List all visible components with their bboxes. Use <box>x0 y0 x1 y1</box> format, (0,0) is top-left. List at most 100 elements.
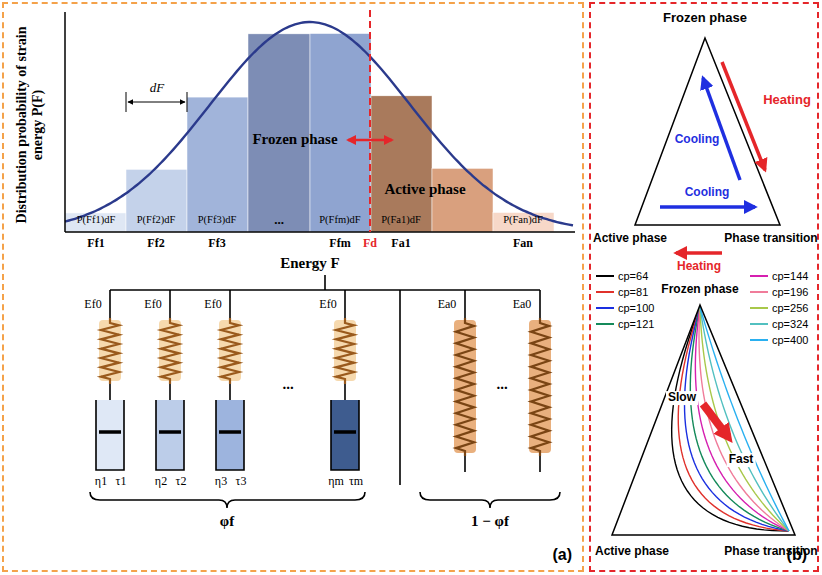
cooling-arrow <box>703 78 740 180</box>
distribution-curve <box>65 22 573 225</box>
bar <box>432 168 493 232</box>
time-label: τm <box>349 475 363 489</box>
modulus-label: Ea0 <box>513 298 532 312</box>
brace <box>420 492 560 508</box>
rate-curve <box>672 307 789 531</box>
divider <box>399 290 401 485</box>
cooling-arrow <box>660 205 755 209</box>
model <box>90 275 560 508</box>
y-axis <box>64 12 66 232</box>
triangle <box>635 38 780 225</box>
piston <box>99 430 121 434</box>
legend-label: cp=324 <box>772 318 808 330</box>
arrow-label: Cooling <box>675 133 720 147</box>
bar <box>126 169 187 232</box>
region-label: Frozen phase <box>252 131 337 148</box>
tick-label: Ffm <box>329 237 350 251</box>
wire <box>229 290 231 318</box>
legend-label: cp=64 <box>618 270 648 282</box>
bar-label: P(Fan)dF <box>503 214 543 226</box>
rate-label: Fast <box>727 453 756 467</box>
axis-title: Energy F <box>280 255 340 272</box>
wire <box>464 290 466 318</box>
legend-line <box>750 275 768 277</box>
arrow-label: Heating <box>763 93 811 108</box>
legend-line <box>750 339 768 341</box>
axis-title: Distribution probability of strain energ… <box>14 18 46 233</box>
bar <box>371 96 432 232</box>
arrow-label: Cooling <box>685 186 730 200</box>
time-label: τ2 <box>176 475 187 489</box>
tick <box>187 92 188 112</box>
curves <box>672 307 789 531</box>
wire <box>344 290 346 318</box>
width-arrow <box>128 102 185 103</box>
spring-symbol <box>101 318 119 384</box>
vertex-label: Active phase <box>593 232 667 246</box>
tick-label: Fan <box>513 237 533 251</box>
legend-entry: cp=81 <box>596 286 648 298</box>
spring-symbol <box>531 318 549 456</box>
wire <box>324 275 326 290</box>
legend-entry: cp=144 <box>750 270 808 282</box>
triangle <box>612 305 795 535</box>
chart <box>65 10 575 232</box>
bar-label: P(Ffm)dF <box>319 214 360 226</box>
piston <box>219 430 241 434</box>
viscosity-label: η3 <box>215 475 227 489</box>
bar-label: ... <box>274 213 284 228</box>
legend-line <box>596 275 614 277</box>
legend-entry: cp=400 <box>750 334 808 346</box>
panel-letter: (a) <box>552 546 572 564</box>
legend-line <box>750 291 768 293</box>
wire <box>110 289 540 291</box>
legend-label: cp=400 <box>772 334 808 346</box>
width-label: dF <box>150 81 164 96</box>
piston <box>334 430 356 434</box>
tick-label: Ff3 <box>208 237 225 251</box>
modulus-label: Ea0 <box>438 298 457 312</box>
spring-symbol <box>336 318 354 384</box>
time-label: τ3 <box>236 475 247 489</box>
bars <box>65 34 554 232</box>
dashpot-symbol <box>156 400 184 470</box>
legend-entry: cp=100 <box>596 302 654 314</box>
wire <box>109 290 111 318</box>
ellipsis: ... <box>282 376 293 393</box>
piston <box>159 430 181 434</box>
bar <box>65 213 126 232</box>
heating-arrow <box>676 251 722 255</box>
legend-entry: cp=324 <box>750 318 808 330</box>
region-label: Active phase <box>384 181 465 198</box>
bar-label: P(Ff2)dF <box>137 214 176 226</box>
double-arrow <box>348 139 392 142</box>
fraction-label: 1 − φf <box>471 513 509 530</box>
legend-line <box>750 323 768 325</box>
legend-line <box>596 291 614 293</box>
dashpot-symbol <box>96 400 124 470</box>
legend-label: cp=196 <box>772 286 808 298</box>
x-axis <box>65 231 575 233</box>
springs <box>96 290 551 472</box>
ellipsis: ... <box>496 376 507 393</box>
bar <box>187 97 248 232</box>
bar-label: P(Ff1)dF <box>77 214 116 226</box>
legend-label: cp=144 <box>772 270 808 282</box>
legend-label: cp=256 <box>772 302 808 314</box>
legend-line <box>750 307 768 309</box>
legend-label: cp=81 <box>618 286 648 298</box>
legend-line <box>596 323 614 325</box>
threshold-line <box>369 10 371 232</box>
wire <box>169 290 171 318</box>
dashpot-symbol <box>216 400 244 470</box>
spring-symbol <box>161 318 179 384</box>
spring-symbol <box>221 318 239 384</box>
fraction-label: φf <box>220 513 234 530</box>
bar-label: P(Ff3)dF <box>198 214 237 226</box>
modulus-label: Ef0 <box>84 298 101 312</box>
tick <box>126 92 127 112</box>
spring-symbol <box>456 318 474 456</box>
legend-entry: cp=196 <box>750 286 808 298</box>
viscosity-label: ηm <box>328 475 344 489</box>
vertex-label: Frozen phase <box>661 283 738 297</box>
